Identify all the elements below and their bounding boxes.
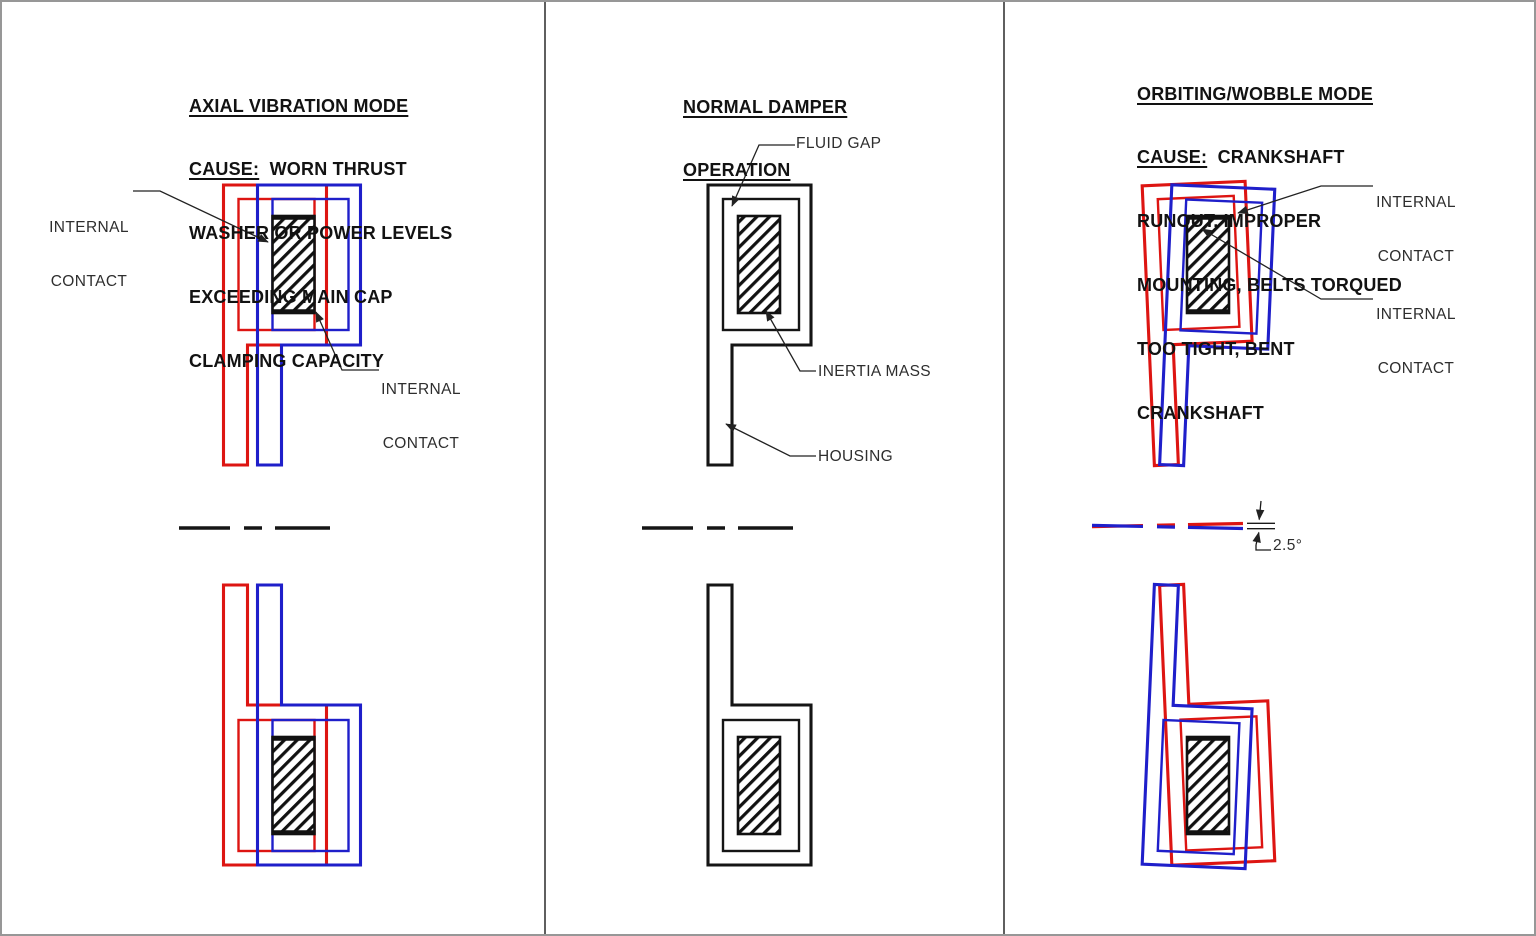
axial-internal-contact-label-bottom: INTERNAL CONTACT [379, 345, 463, 489]
normal-operation-figure [642, 144, 816, 867]
axial-inertia-mass-lower [271, 735, 316, 836]
axial-title-line1: AXIAL VIBRATION MODE [189, 95, 409, 116]
wobble-title-cause: CAUSE: [1137, 147, 1208, 168]
wobble-angle-value: 2.5° [1273, 537, 1303, 554]
wobble-title-line1: ORBITING/WOBBLE MODE [1137, 83, 1373, 104]
label-line: CONTACT [50, 273, 128, 290]
wobble-internal-contact-label-top: INTERNAL CONTACT [1374, 158, 1458, 302]
wobble-leader-internal-contact-top [1237, 185, 1373, 215]
wobble-title-line6: CRANKSHAFT [1137, 403, 1264, 424]
wobble-centerline-blue [1091, 523, 1245, 531]
wobble-angle-dimension [1247, 500, 1275, 551]
normal-leader-inertia-mass [765, 310, 816, 372]
axial-mode-figure [133, 183, 379, 867]
wobble-internal-contact-label-bottom: INTERNAL CONTACT [1374, 270, 1458, 414]
normal-leader-fluid-gap [731, 144, 795, 207]
wobble-title-line5: TOO TIGHT, BENT [1137, 339, 1295, 360]
normal-inertia-mass-lower [736, 735, 782, 836]
label-line: CONTACT [382, 435, 460, 452]
axial-title-cause-rest: WORN THRUST [259, 159, 407, 180]
axial-mode-title: AXIAL VIBRATION MODE CAUSE: WORN THRUST … [189, 53, 452, 415]
axial-leader-internal-contact-top [133, 190, 269, 243]
wobble-title-line4: MOUNTING, BELTS TORQUED [1137, 275, 1402, 296]
wobble-title-line3: RUNOUT, IMPROPER [1137, 211, 1322, 232]
axial-leader-internal-contact-bottom [315, 311, 379, 371]
axial-internal-contact-label-top: INTERNAL CONTACT [47, 183, 131, 327]
axial-title-cause: CAUSE: [189, 159, 260, 180]
normal-inertia-mass-upper [736, 214, 782, 315]
wobble-mode-title: ORBITING/WOBBLE MODE CAUSE: CRANKSHAFT R… [1137, 41, 1402, 467]
inertia-mass-label: INERTIA MASS [818, 363, 932, 380]
axial-title-line3: WASHER OR POWER LEVELS [189, 223, 453, 244]
label-line: INTERNAL [1376, 194, 1456, 211]
normal-title-line2: OPERATION [683, 160, 791, 181]
wobble-inertia-mass-lower [1185, 735, 1231, 836]
axial-title-line4: EXCEEDING MAIN CAP [189, 287, 393, 308]
wobble-leader-internal-contact-bottom [1201, 228, 1373, 300]
housing-label: HOUSING [818, 448, 894, 465]
wobble-title-cause-rest: CRANKSHAFT [1207, 147, 1345, 168]
wobble-mode-figure [1091, 179, 1373, 871]
normal-leader-housing [725, 423, 816, 457]
normal-operation-title: NORMAL DAMPER OPERATION [683, 54, 847, 224]
label-line: CONTACT [1377, 360, 1455, 377]
fluid-gap-label: FLUID GAP [796, 135, 882, 152]
axial-title-line5: CLAMPING CAPACITY [189, 351, 385, 372]
axial-inertia-mass-upper [271, 214, 316, 315]
panel-divider-left [544, 2, 546, 934]
label-line: CONTACT [1377, 248, 1455, 265]
label-line: INTERNAL [381, 381, 461, 398]
label-line: INTERNAL [1376, 306, 1456, 323]
label-line: INTERNAL [49, 219, 129, 236]
normal-title-line1: NORMAL DAMPER [683, 96, 848, 117]
panel-divider-right [1003, 2, 1005, 934]
